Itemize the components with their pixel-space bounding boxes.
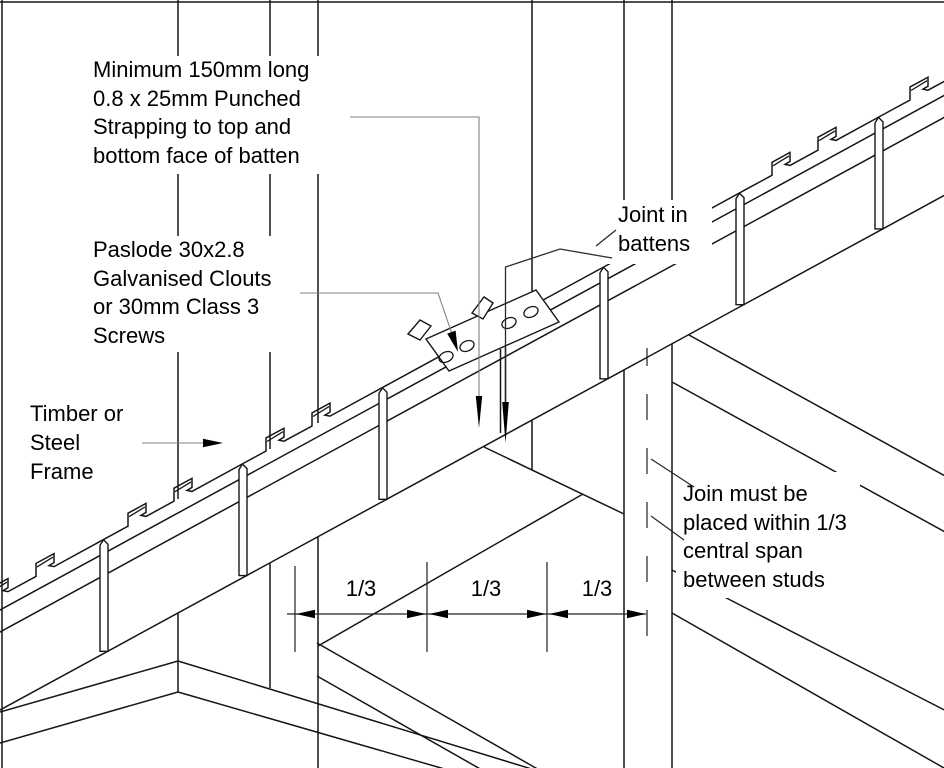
dimension-arrow — [627, 609, 646, 619]
fasteners-leader-arrow — [447, 330, 458, 352]
join-rule-note-line: central span — [683, 538, 803, 563]
plate-edge — [316, 642, 538, 768]
serrated-edge-path — [0, 75, 944, 593]
join-rule-note-line: placed within 1/3 — [683, 510, 847, 535]
joint-note-line: battens — [618, 231, 690, 256]
join-rule-leader-line — [650, 515, 685, 541]
nog-right-edge — [688, 334, 944, 477]
joint-leader-line — [595, 229, 617, 247]
dimension-label: 1/3 — [471, 576, 502, 601]
fasteners-leader-line — [300, 292, 453, 335]
strap-hole — [438, 350, 454, 364]
dimension-label: 1/3 — [346, 576, 377, 601]
batten-tab — [874, 116, 884, 230]
strap-hole — [501, 316, 517, 330]
bottom-framing — [0, 334, 944, 768]
joint-leader-line — [504, 248, 613, 404]
strap-plate — [406, 289, 561, 433]
batten-tabs — [99, 116, 884, 652]
frame-leader-arrow — [203, 438, 223, 448]
join-rule-leader-line — [650, 458, 695, 488]
dimension-chain: 1/3 1/3 1/3 — [287, 348, 648, 658]
frame-note-line: Frame — [30, 459, 94, 484]
dimension-label: 1/3 — [582, 576, 613, 601]
nog-top-near-edge — [177, 660, 531, 768]
annotation-text: Minimum 150mm long 0.8 x 25mm Punched St… — [30, 57, 847, 592]
batten-tab — [378, 386, 388, 500]
strapping-leader-line — [350, 116, 480, 398]
leaders — [142, 116, 695, 541]
dimension-arrow — [527, 609, 546, 619]
frame-note-line: Timber or — [30, 401, 123, 426]
batten-flange-edge — [0, 116, 944, 633]
joint-leader-arrow — [502, 402, 509, 443]
batten-tab — [99, 538, 109, 652]
batten-tab-bump — [406, 319, 433, 341]
nog-right-bay-edge — [483, 446, 625, 515]
fasteners-note-line: Paslode 30x2.8 — [93, 237, 245, 262]
strapping-note-line: 0.8 x 25mm Punched — [93, 86, 301, 111]
strapping-note-line: bottom face of batten — [93, 143, 300, 168]
batten-tab — [599, 266, 609, 380]
text-masks — [24, 56, 860, 598]
join-rule-note-line: Join must be — [683, 481, 808, 506]
nog-right-edge — [671, 612, 944, 768]
strapping-note-line: Strapping to top and — [93, 114, 291, 139]
dimension-arrow — [549, 609, 568, 619]
joint-note-line: Joint in — [618, 202, 688, 227]
dimension-arrow — [429, 609, 448, 619]
nog-top-far-edge — [0, 660, 179, 713]
batten-face-bottom-edge — [0, 194, 944, 711]
nog-right-edge — [671, 381, 944, 533]
frame-note-line: Steel — [30, 430, 80, 455]
strap-hole — [459, 339, 475, 353]
batten-tab — [735, 192, 745, 306]
strapping-note-line: Minimum 150mm long — [93, 57, 309, 82]
strapping-leader-arrow — [475, 396, 483, 428]
nog-face-lower-edge — [177, 691, 444, 768]
dimension-arrow — [407, 609, 426, 619]
fasteners-note-line: or 30mm Class 3 — [93, 294, 259, 319]
nog-face-edge — [0, 691, 179, 744]
dimension-arrow — [296, 609, 315, 619]
plate-edge — [316, 675, 481, 768]
plate-far-edge — [317, 493, 584, 647]
batten-tab — [238, 462, 248, 577]
fasteners-note-line: Galvanised Clouts — [93, 266, 272, 291]
fasteners-note-line: Screws — [93, 323, 165, 348]
strap-hole — [523, 305, 539, 319]
join-rule-note-line: between studs — [683, 567, 825, 592]
